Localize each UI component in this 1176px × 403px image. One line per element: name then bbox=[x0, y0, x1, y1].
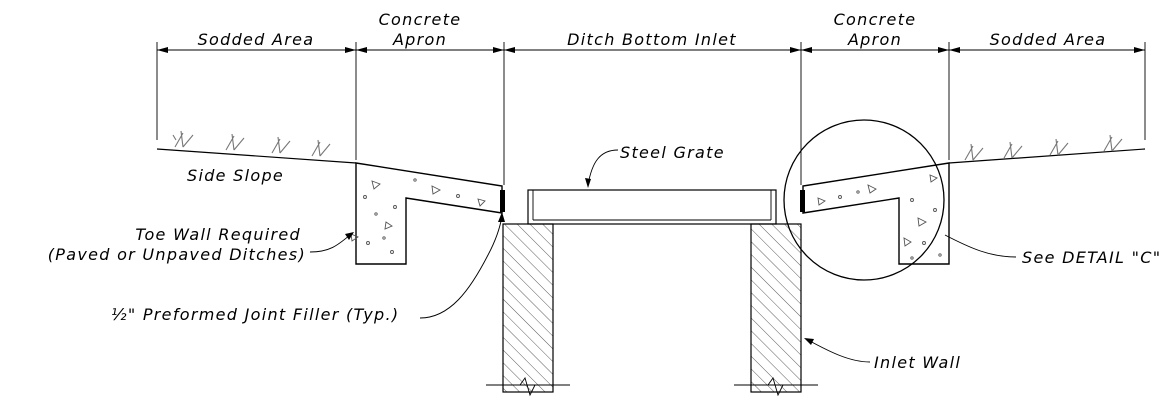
joint-filler-text: " Preformed Joint Filler (Typ.) bbox=[128, 305, 400, 324]
dimension-arrowheads bbox=[157, 47, 1145, 53]
leader-inlet-wall bbox=[807, 339, 871, 363]
joint-filler-fraction: ½ bbox=[111, 305, 128, 324]
label-see-detail-c: See DETAIL "C" bbox=[1022, 248, 1161, 267]
leader-toe-wall bbox=[309, 234, 351, 253]
label-sodded-area-right: Sodded Area bbox=[990, 30, 1107, 49]
label-steel-grate: Steel Grate bbox=[620, 143, 725, 162]
leader-joint-filler bbox=[419, 215, 503, 319]
arrowhead-icon bbox=[345, 232, 354, 240]
label-concrete-apron-right-line1: Concrete bbox=[834, 10, 917, 29]
grass-tuft-icon bbox=[1049, 138, 1069, 156]
label-side-slope: Side Slope bbox=[187, 166, 284, 185]
label-concrete-apron-left-line2: Apron bbox=[392, 30, 447, 49]
label-ditch-bottom-inlet: Ditch Bottom Inlet bbox=[567, 30, 737, 49]
label-concrete-apron-right-line2: Apron bbox=[847, 30, 902, 49]
inlet-wall-right bbox=[750, 223, 802, 393]
right-concrete-apron bbox=[800, 162, 950, 265]
grass-tuft-icon bbox=[1103, 134, 1123, 152]
label-joint-filler: ½" Preformed Joint Filler (Typ.) bbox=[111, 305, 399, 324]
arrowhead-icon bbox=[498, 212, 505, 222]
inlet-wall-left bbox=[502, 223, 554, 393]
grass-tuft-icon bbox=[172, 130, 194, 148]
joint-filler-left bbox=[500, 190, 505, 212]
grass-tuft-icon bbox=[271, 136, 291, 154]
leader-steel-grate bbox=[587, 149, 619, 186]
break-symbol-icon bbox=[767, 376, 784, 397]
grass-tuft-icon bbox=[964, 143, 984, 161]
steel-grate bbox=[527, 189, 777, 225]
label-inlet-wall: Inlet Wall bbox=[874, 353, 961, 372]
dimension-line bbox=[156, 42, 1146, 185]
inlet-walls bbox=[486, 223, 818, 397]
break-symbol-icon bbox=[519, 376, 536, 397]
joint-filler-right bbox=[800, 190, 805, 212]
left-concrete-apron bbox=[350, 162, 505, 265]
leader-lines bbox=[309, 149, 1017, 363]
label-toe-wall-line2: (Paved or Unpaved Ditches) bbox=[48, 245, 306, 264]
detail-c-circle bbox=[783, 119, 945, 281]
grass-symbols bbox=[172, 130, 1123, 161]
label-concrete-apron-left-line1: Concrete bbox=[379, 10, 462, 29]
concrete-aggregate bbox=[817, 174, 942, 260]
ground-line bbox=[156, 148, 1146, 164]
arrowhead-icon bbox=[585, 178, 591, 188]
grass-tuft-icon bbox=[225, 133, 245, 151]
label-sodded-area-left: Sodded Area bbox=[198, 30, 315, 49]
grass-tuft-icon bbox=[311, 139, 331, 157]
label-toe-wall-line1: Toe Wall Required bbox=[135, 225, 301, 244]
concrete-aggregate bbox=[350, 178, 486, 254]
leader-see-detail bbox=[944, 234, 1017, 258]
arrowhead-icon bbox=[804, 338, 814, 345]
grass-tuft-icon bbox=[1003, 141, 1023, 159]
